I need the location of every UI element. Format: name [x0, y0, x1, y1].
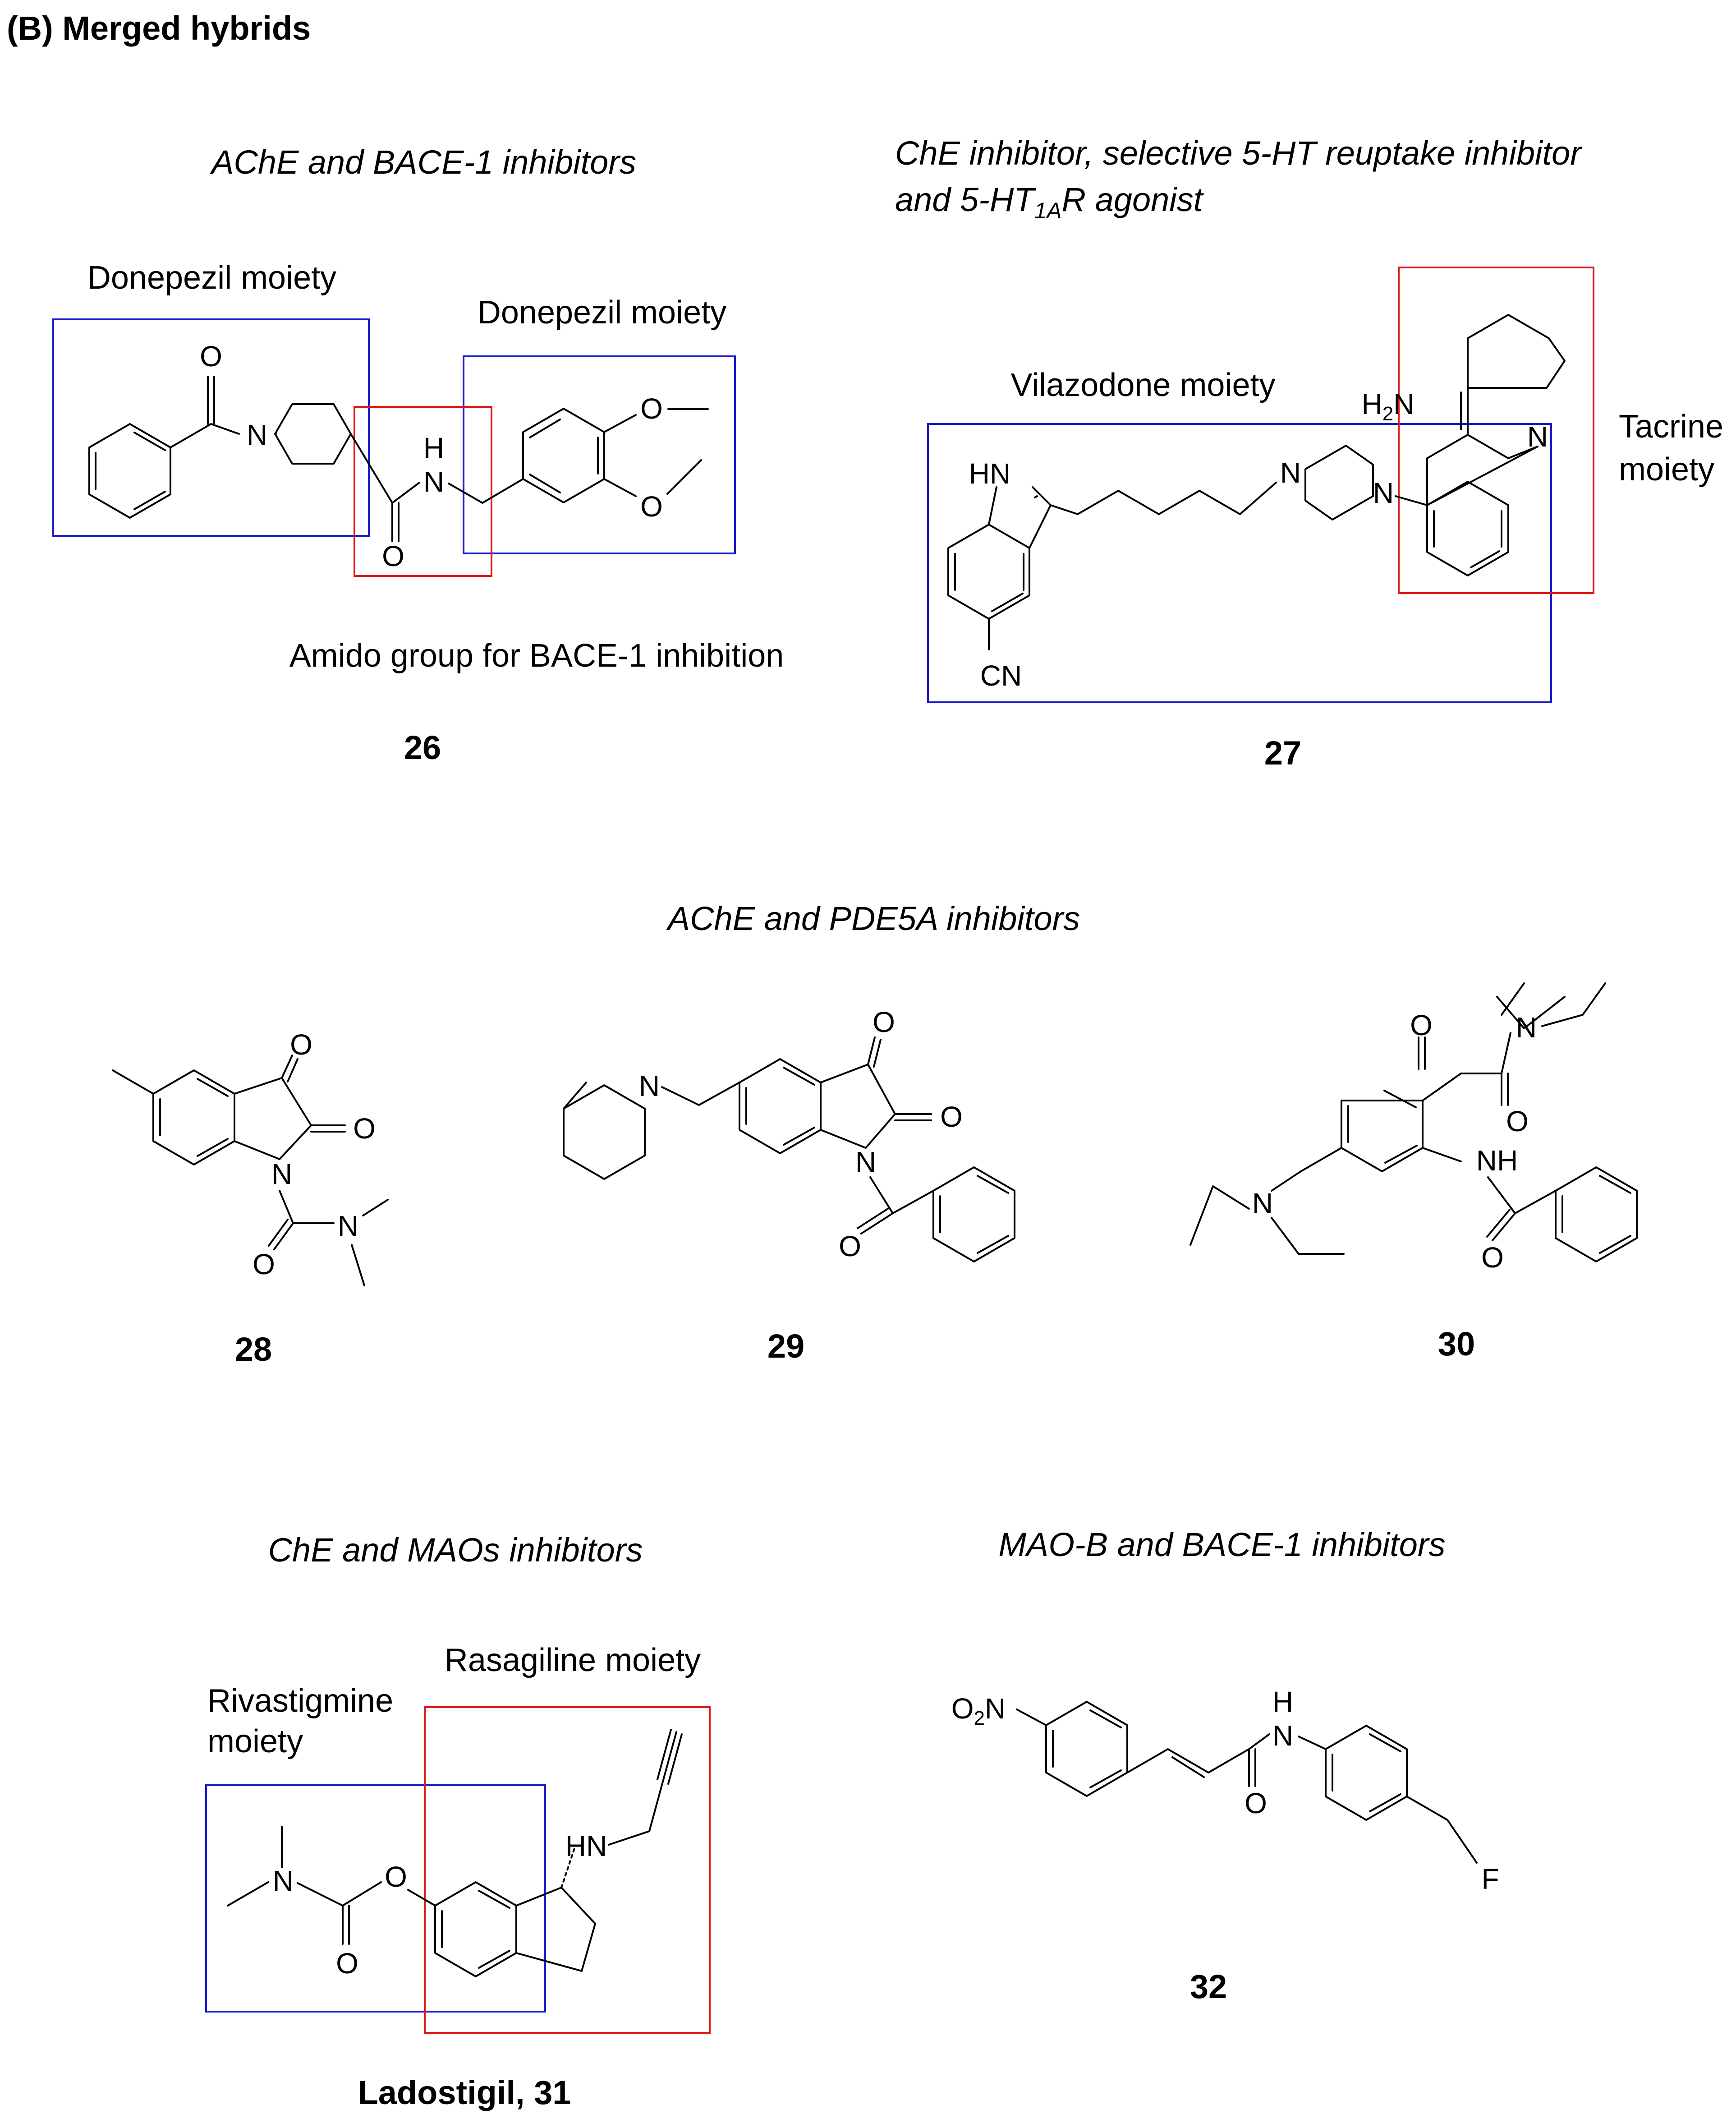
section-title-32: MAO-B and BACE-1 inhibitors: [998, 1526, 1445, 1563]
section-title-27-line1: ChE inhibitor, selective 5-HT reuptake i…: [895, 134, 1583, 172]
rivastigmine-box: [205, 1784, 546, 2013]
compound-27: ChE inhibitor, selective 5-HT reuptake i…: [895, 134, 1723, 772]
donepezil-label-right: Donepezil moiety: [478, 295, 726, 331]
atom-H2N-27: H2N: [1362, 388, 1415, 425]
atom-N-amide-26: N: [423, 465, 444, 498]
atom-N-piperazine-27b: N: [1373, 477, 1394, 509]
atom-F-32: F: [1481, 1863, 1499, 1895]
atom-O-28c: O: [253, 1248, 275, 1280]
compound-number-32: 32: [1190, 1968, 1227, 2005]
atom-N-amide-30: N: [1516, 1011, 1537, 1044]
compound-number-26: 26: [404, 729, 441, 766]
atom-N-piperazine-27a: N: [1280, 456, 1301, 489]
atom-H-amide-26: H: [423, 432, 444, 464]
atom-O-methoxy-26b: O: [640, 490, 663, 523]
section-title-27-line2: and 5-HT1AR agonist: [895, 181, 1204, 223]
atom-O-28b: O: [353, 1112, 376, 1145]
compound-30: N O O N NH O 30: [1189, 982, 1638, 1363]
donepezil-box-right: [463, 355, 736, 554]
tacrine-box: [1398, 267, 1594, 594]
atom-N-tacrine-27: N: [1527, 420, 1548, 453]
section-title-26: AChE and BACE-1 inhibitors: [210, 143, 636, 181]
compound-26: AChE and BACE-1 inhibitors Donepezil moi…: [52, 143, 784, 766]
tacrine-label-line1: Tacrine: [1619, 409, 1723, 445]
atom-O-30a: O: [1506, 1105, 1529, 1138]
atom-O-carbamate-31a: O: [336, 1947, 358, 1980]
atom-O-29b: O: [940, 1101, 963, 1133]
atom-O-amide-32: O: [1245, 1787, 1267, 1819]
rasagiline-label: Rasagiline moiety: [445, 1642, 701, 1678]
atom-HN-31: HN: [565, 1830, 607, 1862]
benzene-ring-26: [88, 423, 171, 519]
atom-O-28a: O: [290, 1028, 312, 1061]
amido-box: [354, 406, 492, 577]
atom-O-30c: O: [1481, 1241, 1504, 1274]
section-title-28-30: AChE and PDE5A inhibitors: [666, 900, 1080, 937]
atom-HN-indole-27: HN: [969, 457, 1010, 490]
tacrine-rings-27: [1426, 314, 1566, 576]
indole-ring-27: [947, 486, 1079, 620]
compound-number-29: 29: [767, 1327, 804, 1365]
atom-N-amine-30: N: [1252, 1187, 1273, 1220]
amido-caption: Amido group for BACE-1 inhibition: [289, 638, 784, 674]
atom-N-piperidine-26: N: [247, 419, 267, 451]
atom-O-methoxy-26a: O: [640, 392, 663, 425]
atom-N-piperidine-29: N: [639, 1070, 660, 1102]
atom-O-29c: O: [839, 1230, 861, 1262]
compound-28: O O N O N 28: [112, 1028, 389, 1368]
atom-O2N-32: O2N: [951, 1692, 1006, 1729]
compound-number-27: 27: [1264, 734, 1301, 772]
compound-31: ChE and MAOs inhibitors Rasagiline moiet…: [205, 1531, 711, 2111]
atom-N-carbamate-31: N: [273, 1865, 294, 1897]
atom-N-amide-32: N: [1272, 1719, 1293, 1752]
atom-N-28b: N: [338, 1210, 358, 1242]
section-title-31: ChE and MAOs inhibitors: [268, 1531, 643, 1569]
compound-number-28: 28: [235, 1331, 272, 1368]
atom-O-amide-26: O: [382, 540, 404, 572]
rivastigmine-label-line1: Rivastigmine: [207, 1683, 393, 1719]
atom-O-carbonyl-26a: O: [200, 340, 222, 373]
atom-O-carbamate-31b: O: [385, 1861, 407, 1893]
atom-O-30b: O: [1410, 1009, 1433, 1041]
donepezil-box-left: [52, 318, 370, 537]
tacrine-label-line2: moiety: [1619, 451, 1714, 488]
rasagiline-box: [424, 1706, 711, 2034]
atom-N-28a: N: [271, 1158, 292, 1190]
donepezil-label-left: Donepezil moiety: [87, 260, 336, 296]
vilazodone-label: Vilazodone moiety: [1010, 367, 1275, 403]
atom-CN-27: CN: [980, 659, 1022, 692]
compound-32: MAO-B and BACE-1 inhibitors O2N N H O F …: [951, 1526, 1499, 2005]
atom-O-29a: O: [873, 1006, 895, 1038]
compound-29: N O O N O 29: [563, 1006, 1015, 1365]
rivastigmine-label-line2: moiety: [207, 1723, 303, 1759]
compound-number-31: Ladostigil, 31: [358, 2074, 571, 2111]
figure-header: (B) Merged hybrids: [7, 9, 311, 47]
vilazodone-box: [927, 423, 1552, 703]
dimethoxybenzene-ring-26: [522, 408, 605, 503]
compound-number-30: 30: [1438, 1325, 1475, 1363]
atom-NH-30: NH: [1476, 1144, 1518, 1177]
atom-H-amide-32: H: [1272, 1686, 1293, 1718]
atom-N-29: N: [855, 1146, 876, 1178]
